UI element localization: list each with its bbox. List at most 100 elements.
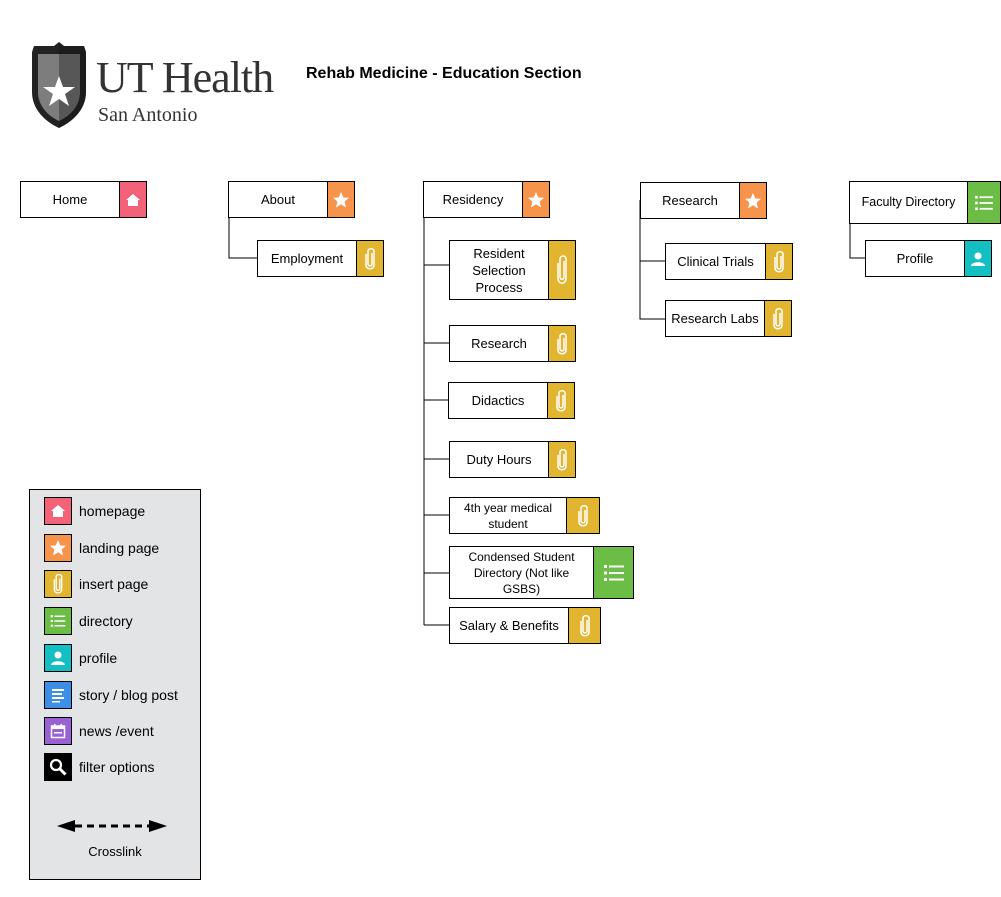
node-didactics[interactable]: Didactics [448, 382, 548, 419]
node-residency-label: Residency [442, 192, 504, 207]
connector-about-employment [228, 198, 258, 259]
legend-label: landing page [79, 540, 160, 556]
ut-health-logo: UT Health San Antonio [28, 42, 288, 132]
star-icon [745, 192, 761, 208]
legend-label: news /event [79, 723, 154, 739]
node-research[interactable]: Research [640, 182, 740, 219]
story-swatch [44, 681, 72, 709]
node-resident-selection[interactable]: Resident Selection Process [449, 240, 549, 300]
node-research-labs-label: Research Labs [671, 311, 759, 326]
list-icon [603, 564, 624, 581]
news-swatch [44, 717, 72, 745]
legend-label: profile [79, 650, 118, 666]
node-faculty-directory-label: Faculty Directory [861, 195, 956, 209]
landing-page-badge [522, 181, 550, 218]
legend-item-filter: filter options [44, 753, 154, 781]
insert-page-badge [548, 441, 576, 478]
profile-badge [964, 240, 992, 277]
node-research-label: Research [662, 193, 718, 208]
insert-page-badge [547, 382, 575, 419]
paperclip-icon [774, 250, 784, 272]
filter-swatch [44, 753, 72, 781]
paperclip-icon [773, 307, 783, 329]
person-icon [51, 651, 65, 665]
connector-research-trunk [639, 200, 666, 320]
legend-item-insert-page: insert page [44, 570, 148, 598]
page-title: Rehab Medicine - Education Section [306, 65, 582, 82]
node-profile[interactable]: Profile [865, 240, 965, 277]
paperclip-icon [53, 573, 63, 594]
paperclip-icon [557, 255, 567, 284]
node-clinical-trials-label: Clinical Trials [677, 254, 754, 269]
node-duty-hours-label: Duty Hours [466, 452, 532, 467]
node-resident-selection-label: Resident Selection Process [472, 245, 526, 295]
list-icon [50, 615, 66, 627]
landing-page-badge [739, 182, 767, 219]
paperclip-icon [579, 614, 590, 636]
calendar-icon [50, 724, 66, 739]
insert-page-swatch [44, 570, 72, 598]
node-home-label: Home [52, 192, 88, 207]
insert-page-badge [548, 240, 576, 300]
directory-badge [593, 546, 634, 599]
node-salary[interactable]: Salary & Benefits [449, 607, 569, 644]
directory-badge [967, 181, 1001, 224]
legend-label: filter options [79, 759, 155, 775]
node-home[interactable]: Home [20, 181, 120, 218]
home-icon [126, 193, 140, 206]
legend-item-homepage: homepage [44, 497, 145, 525]
insert-page-badge [566, 497, 600, 534]
node-fourth-year-label: 4th year medical student [463, 500, 553, 531]
node-salary-label: Salary & Benefits [459, 618, 559, 633]
node-about-label: About [261, 192, 295, 207]
node-employment-label: Employment [270, 251, 344, 266]
node-research-labs[interactable]: Research Labs [665, 300, 765, 337]
crosslink-label: Crosslink [88, 844, 142, 859]
landing-page-swatch [44, 534, 72, 562]
paperclip-icon [578, 504, 588, 526]
homepage-swatch [44, 497, 72, 525]
node-condensed-directory[interactable]: Condensed Student Directory (Not like GS… [449, 546, 594, 599]
node-profile-label: Profile [896, 251, 934, 266]
insert-page-badge [568, 607, 601, 644]
node-faculty-directory[interactable]: Faculty Directory [849, 181, 968, 224]
insert-page-badge [548, 325, 576, 362]
connector-faculty-profile [849, 220, 866, 259]
logo-subtitle: San Antonio [98, 104, 198, 126]
insert-page-badge [765, 243, 793, 280]
legend-item-landing-page: landing page [44, 534, 159, 562]
list-icon [975, 195, 993, 210]
legend-label: insert page [79, 576, 149, 592]
node-residency-research-label: Research [471, 336, 527, 351]
directory-swatch [44, 607, 72, 635]
document-icon [52, 689, 64, 703]
node-fourth-year[interactable]: 4th year medical student [449, 497, 567, 534]
star-icon [528, 191, 544, 207]
paperclip-icon [556, 389, 566, 411]
node-about[interactable]: About [228, 181, 328, 218]
node-employment[interactable]: Employment [257, 240, 357, 277]
legend-label: homepage [79, 503, 146, 519]
node-duty-hours[interactable]: Duty Hours [449, 441, 549, 478]
insert-page-badge [356, 240, 384, 277]
star-icon [333, 191, 349, 207]
logo-wordmark: UT Health [96, 53, 274, 102]
crosslink-arrow-icon [57, 820, 167, 832]
homepage-badge [119, 181, 147, 218]
legend-item-directory: directory [44, 607, 133, 635]
node-residency-research[interactable]: Research [449, 325, 549, 362]
node-residency[interactable]: Residency [423, 181, 523, 218]
shield-star-icon [32, 42, 86, 128]
legend: homepage landing page insert page direct… [29, 489, 201, 880]
legend-label: story / blog post [79, 687, 178, 703]
legend-label: directory [79, 613, 133, 629]
paperclip-icon [557, 448, 567, 470]
insert-page-badge [764, 300, 792, 337]
landing-page-badge [327, 181, 355, 218]
home-icon [51, 505, 65, 517]
node-clinical-trials[interactable]: Clinical Trials [665, 243, 766, 280]
star-icon [50, 540, 66, 556]
search-icon [49, 758, 67, 776]
legend-item-news: news /event [44, 717, 154, 745]
